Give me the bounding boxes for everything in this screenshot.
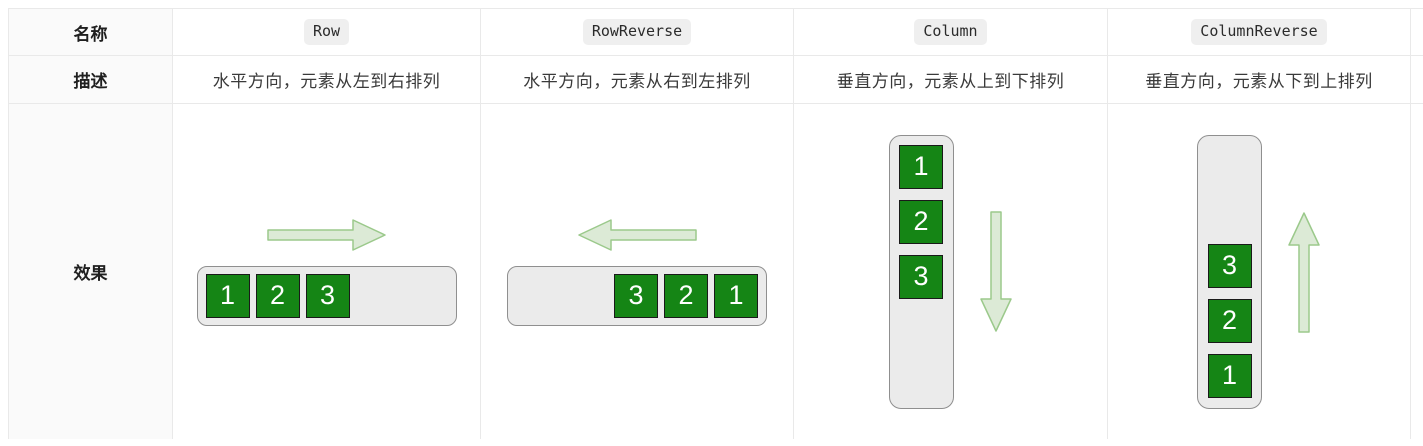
name-cell-column: Column [794, 9, 1108, 56]
effect-cell-clipped [1411, 104, 1423, 439]
description-cell-row-reverse: 水平方向，元素从右到左排列 [481, 56, 794, 104]
flex-item: 3 [1207, 243, 1252, 288]
flex-container-row: 1 2 3 [196, 265, 457, 326]
effect-cell-row-reverse: 3 2 1 [481, 104, 794, 439]
effect-cell-column-reverse: 3 2 1 [1108, 104, 1411, 439]
name-cell-row: Row [173, 9, 481, 56]
flex-item: 1 [714, 273, 758, 318]
description-cell-row: 水平方向，元素从左到右排列 [173, 56, 481, 104]
flex-container-column-reverse: 3 2 1 [1197, 134, 1262, 409]
effect-cell-row: 1 2 3 [173, 104, 481, 439]
flex-item: 2 [255, 273, 300, 318]
flex-item: 3 [899, 254, 943, 299]
diagram-column: 1 2 3 [794, 104, 1107, 439]
table-grid: 名称 Row RowReverse Column ColumnReverse 描… [8, 8, 1423, 439]
code-badge-row-reverse: RowReverse [582, 19, 692, 45]
flex-item: 1 [1207, 353, 1252, 398]
name-cell-column-reverse: ColumnReverse [1108, 9, 1411, 56]
flex-item: 3 [305, 273, 350, 318]
description-cell-column: 垂直方向，元素从上到下排列 [794, 56, 1108, 104]
row-header-effect: 效果 [9, 104, 173, 439]
arrow-up-icon [1288, 211, 1320, 333]
flex-item: 3 [614, 273, 658, 318]
flex-container-column: 1 2 3 [888, 134, 954, 409]
flex-direction-table: 名称 Row RowReverse Column ColumnReverse 描… [8, 8, 1423, 439]
description-text-column: 垂直方向，元素从上到下排列 [836, 72, 1065, 91]
code-badge-column: Column [914, 19, 987, 45]
diagram-column-reverse: 3 2 1 [1108, 104, 1410, 439]
row-header-effect-label: 效果 [73, 264, 108, 283]
code-badge-row: Row [303, 19, 350, 45]
description-text-row-reverse: 水平方向，元素从右到左排列 [523, 72, 751, 91]
flex-item: 2 [664, 273, 708, 318]
code-badge-column-reverse: ColumnReverse [1191, 19, 1327, 45]
effect-cell-column: 1 2 3 [794, 104, 1108, 439]
row-header-description: 描述 [9, 56, 173, 104]
arrow-left-icon [578, 218, 697, 251]
flex-item: 1 [205, 273, 250, 318]
name-cell-row-reverse: RowReverse [481, 9, 794, 56]
flex-item: 2 [899, 199, 943, 244]
flex-container-row-reverse: 3 2 1 [507, 265, 767, 326]
name-cell-clipped [1411, 9, 1423, 56]
diagram-row: 1 2 3 [173, 104, 480, 439]
row-header-name: 名称 [9, 9, 173, 56]
description-cell-column-reverse: 垂直方向，元素从下到上排列 [1108, 56, 1411, 104]
flex-item: 2 [1207, 298, 1252, 343]
description-text-column-reverse: 垂直方向，元素从下到上排列 [1145, 72, 1373, 91]
description-cell-clipped [1411, 56, 1423, 104]
flex-item: 1 [899, 144, 943, 189]
description-text-row: 水平方向，元素从左到右排列 [212, 72, 441, 91]
row-header-description-label: 描述 [73, 72, 108, 91]
arrow-right-icon [266, 218, 386, 251]
row-header-name-label: 名称 [73, 24, 108, 44]
arrow-down-icon [979, 210, 1012, 332]
diagram-row-reverse: 3 2 1 [481, 104, 793, 439]
